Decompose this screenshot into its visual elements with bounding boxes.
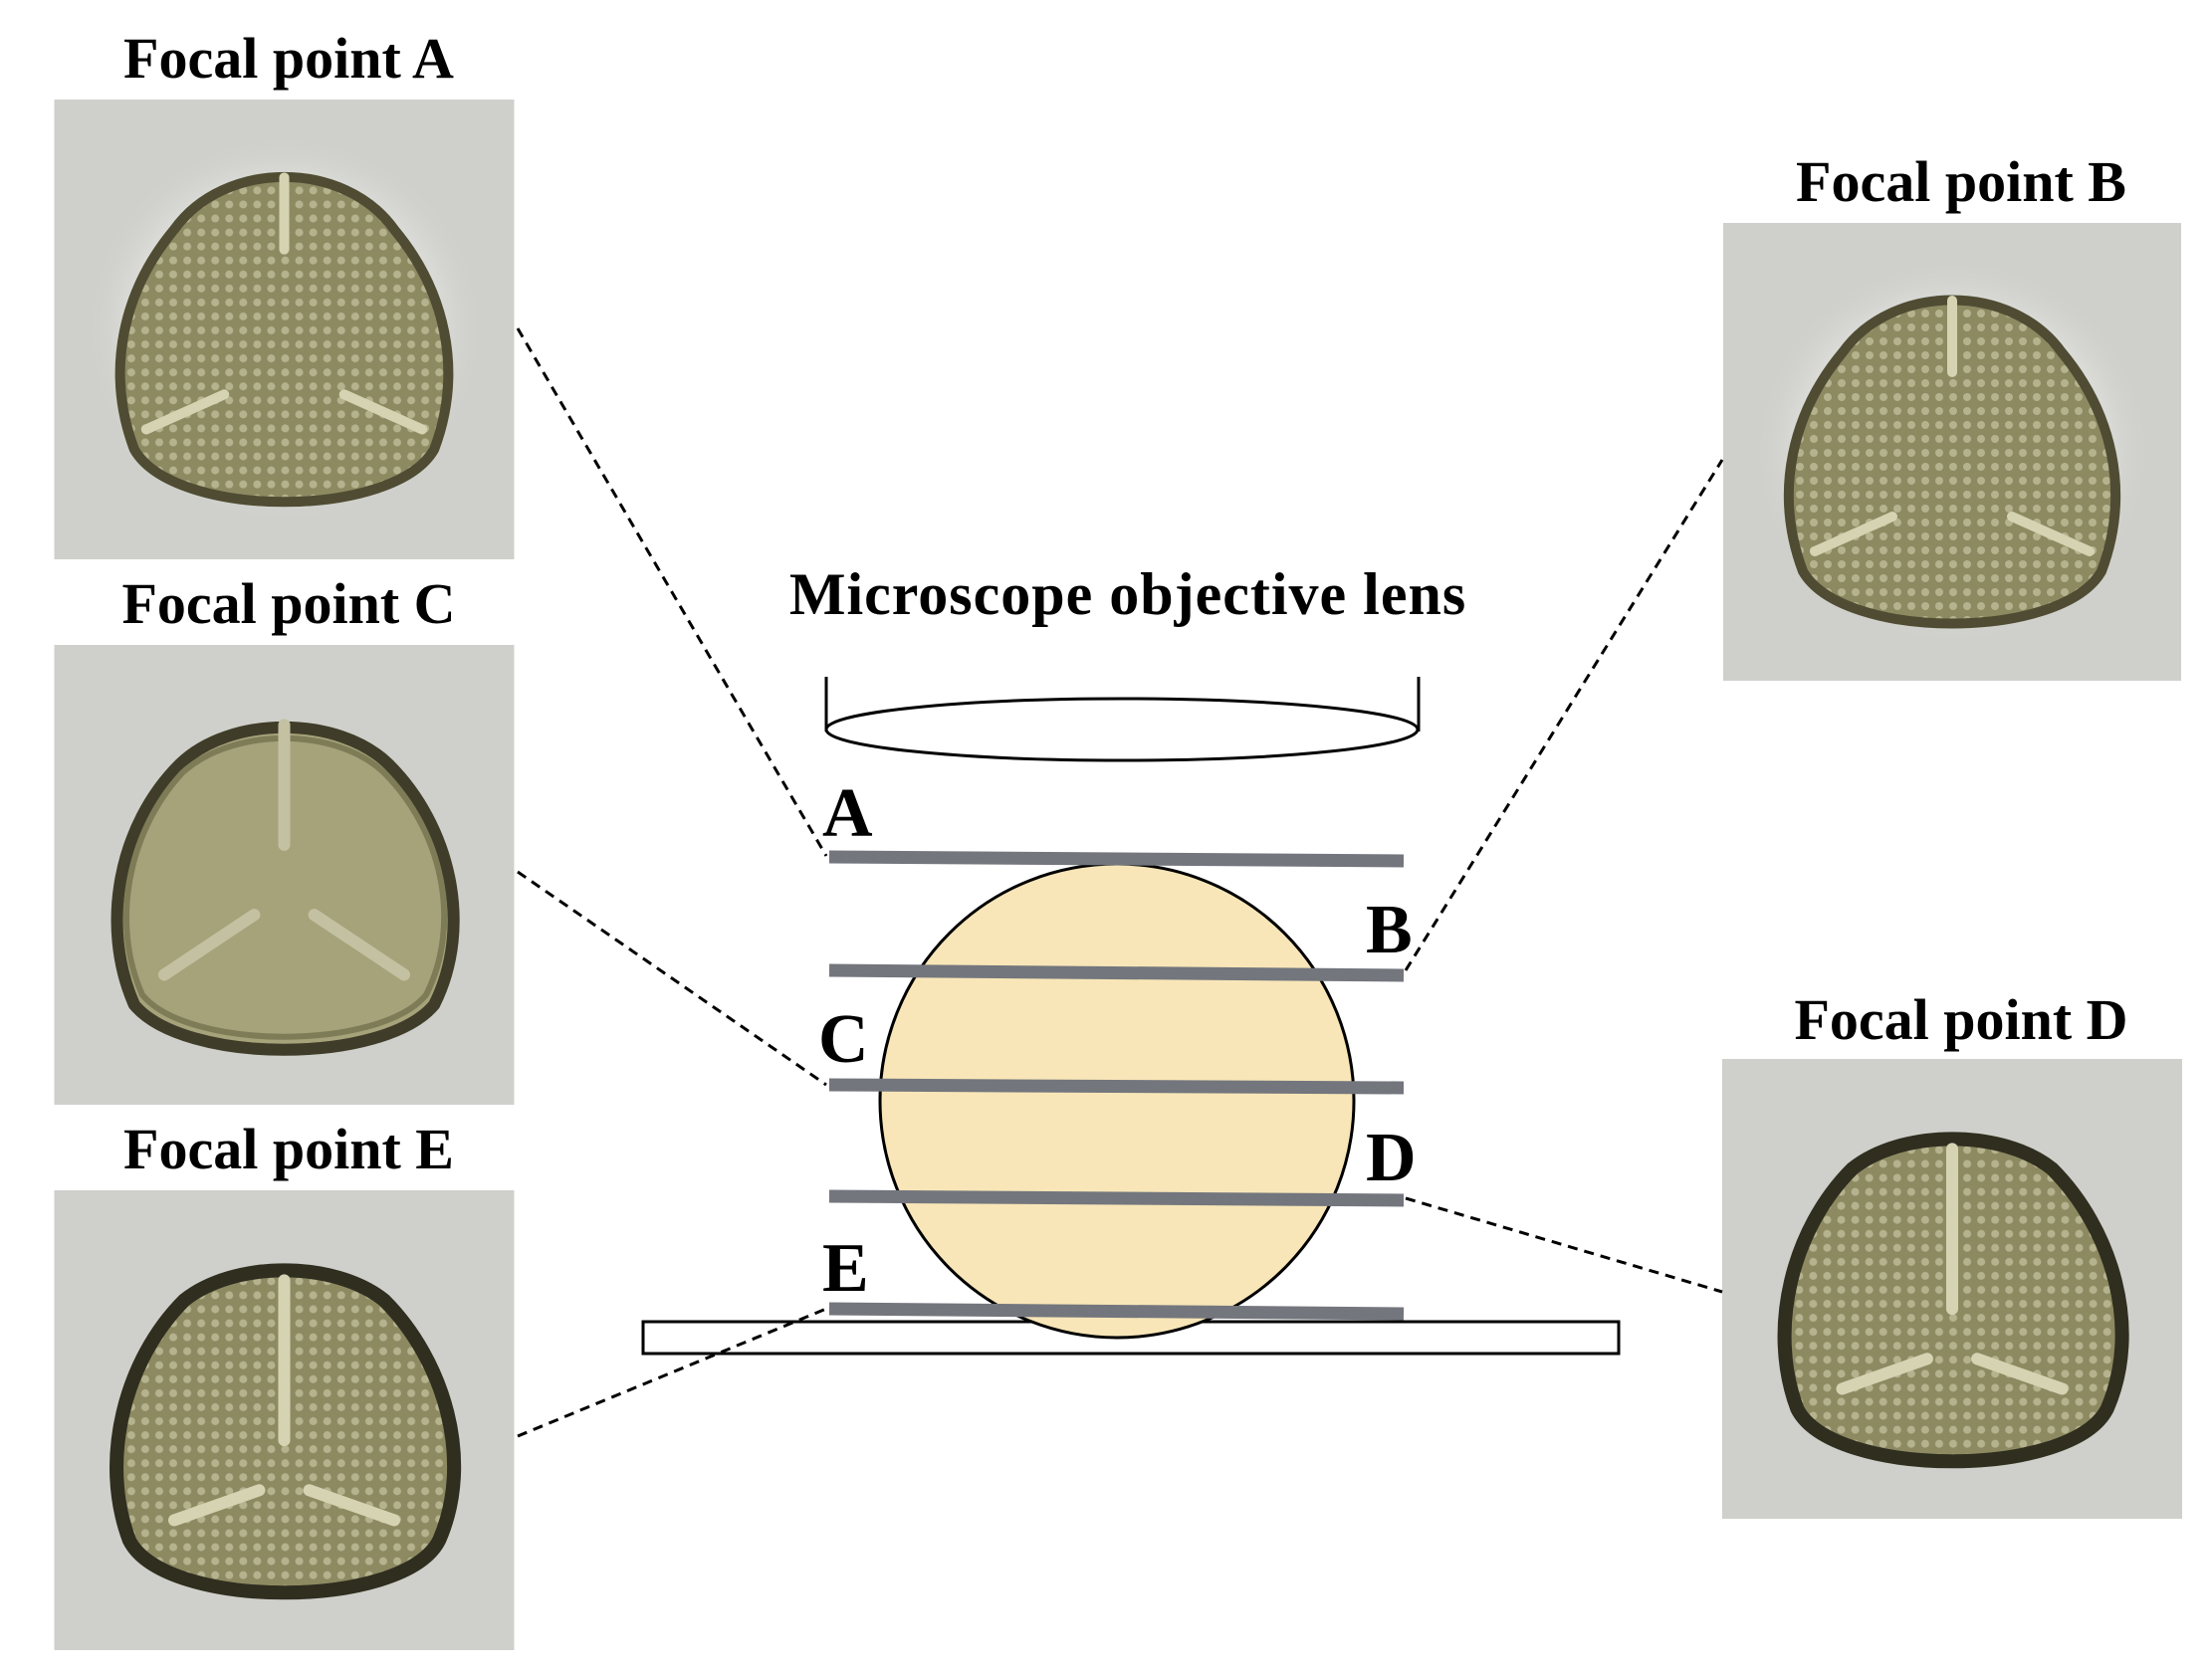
focal-plane-d: [828, 1189, 1405, 1207]
focal-plane-b: [828, 963, 1405, 982]
pollen-body: [878, 862, 1356, 1340]
focal-plane-c: [828, 1078, 1405, 1095]
pollen-grain-icon: [55, 645, 515, 1105]
leader-line-b: [1404, 459, 1724, 971]
focal-plane-a: [828, 850, 1405, 868]
pollen-grain-icon: [1723, 223, 2181, 681]
lens-label: Microscope objective lens: [789, 561, 1466, 627]
focal-planes: [828, 850, 1405, 1321]
leader-line-c: [517, 870, 827, 1087]
panel-title-e: Focal point E: [123, 1117, 454, 1181]
plane-label-a: A: [822, 775, 873, 852]
pollen-grain-icon: [55, 1190, 515, 1650]
pollen-grain-icon: [1722, 1059, 2182, 1519]
panel-title-d: Focal point D: [1794, 987, 2127, 1052]
objective-lens-icon: [824, 677, 1421, 762]
plane-label-b: B: [1366, 892, 1413, 968]
leader-lines: [516, 327, 1724, 1438]
panel-title-a: Focal point A: [123, 26, 454, 91]
pollen-grain-icon: [55, 100, 515, 559]
leader-line-d: [1405, 1196, 1723, 1294]
panel-focal-point-d: Focal point D: [1722, 987, 2182, 1519]
plane-label-e: E: [822, 1230, 869, 1307]
panel-focal-point-c: Focal point C: [55, 571, 515, 1105]
leader-line-a: [516, 327, 828, 857]
focal-plane-e: [828, 1302, 1405, 1321]
panel-title-b: Focal point B: [1796, 149, 2126, 214]
leader-line-e: [517, 1307, 827, 1438]
panel-focal-point-e: Focal point E: [55, 1117, 515, 1650]
panel-focal-point-a: Focal point A: [55, 26, 515, 559]
panel-title-c: Focal point C: [121, 571, 455, 636]
panel-focal-point-b: Focal point B: [1723, 149, 2181, 681]
plane-label-d: D: [1366, 1120, 1417, 1196]
plane-label-c: C: [818, 1001, 869, 1078]
